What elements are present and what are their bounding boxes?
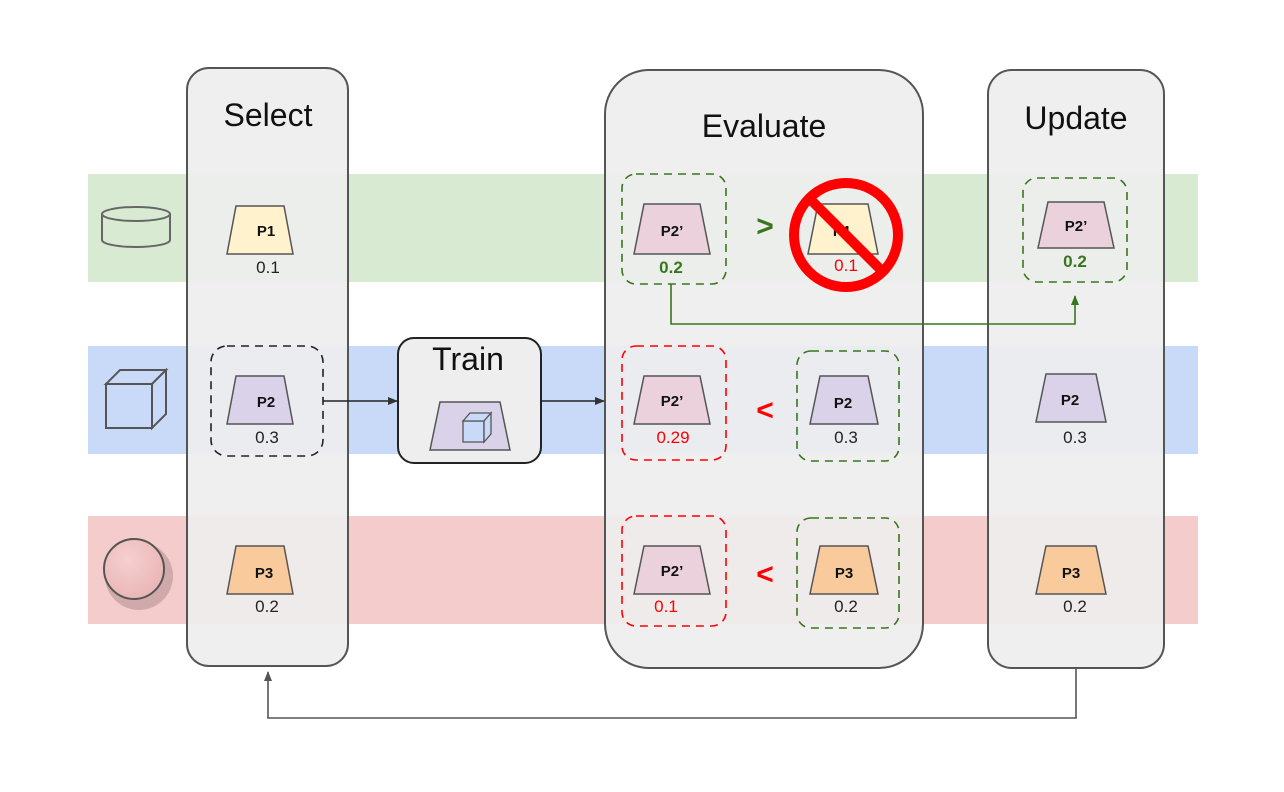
svg-text:0.3: 0.3	[255, 428, 279, 447]
svg-text:0.2: 0.2	[834, 597, 858, 616]
svg-text:P3: P3	[835, 565, 853, 582]
evaluate-candidate-box-row1	[621, 173, 727, 285]
evaluate-candidate-row3: P2’ 0.1	[633, 545, 711, 616]
evaluate-incumbent-row2: P2 0.3	[809, 375, 879, 447]
svg-text:0.1: 0.1	[834, 256, 858, 275]
svg-text:P3: P3	[1062, 565, 1080, 582]
select-item-p1: P1 0.1	[226, 205, 294, 277]
svg-text:0.2: 0.2	[1063, 597, 1087, 616]
evaluate-candidate-row2: P2’ 0.29	[633, 375, 711, 447]
svg-text:P2: P2	[257, 394, 275, 411]
svg-text:0.1: 0.1	[256, 258, 280, 277]
evaluate-candidate-box-row2	[621, 345, 727, 461]
svg-text:0.2: 0.2	[255, 597, 279, 616]
arrow-loop-back	[264, 668, 1077, 719]
svg-text:0.1: 0.1	[654, 597, 678, 616]
train-title: Train	[432, 341, 504, 377]
select-item-p2: P2 0.3	[226, 375, 294, 447]
database-cylinder-icon	[101, 206, 171, 248]
svg-text:P3: P3	[255, 565, 273, 582]
training-model-icon	[429, 401, 511, 451]
evaluate-candidate-row1: P2’ 0.2	[633, 203, 711, 277]
svg-text:P2’: P2’	[661, 393, 684, 410]
svg-text:P2’: P2’	[661, 223, 684, 240]
select-item-p3: P3 0.2	[226, 545, 294, 616]
svg-text:P2: P2	[834, 395, 852, 412]
arrow-exploit-to-update	[670, 284, 1079, 325]
svg-text:0.3: 0.3	[834, 428, 858, 447]
evaluate-incumbent-row3: P3 0.2	[809, 545, 879, 616]
cube-icon	[103, 367, 169, 431]
svg-text:P2’: P2’	[661, 563, 684, 580]
comparator-less-row3: <	[756, 558, 774, 591]
svg-text:0.2: 0.2	[659, 258, 683, 277]
select-panel	[186, 67, 349, 667]
prohibited-icon	[789, 178, 903, 292]
comparator-less-row2: <	[756, 394, 774, 427]
update-item-p2: P2 0.3	[1035, 373, 1107, 447]
svg-text:0.29: 0.29	[656, 428, 689, 447]
svg-text:P2: P2	[1061, 392, 1079, 409]
svg-text:P2’: P2’	[1065, 218, 1088, 235]
evaluate-incumbent-box-row2	[796, 350, 900, 462]
update-item-p3: P3 0.2	[1035, 545, 1107, 616]
update-item-p2prime: P2’ 0.2	[1037, 201, 1115, 271]
evaluate-title: Evaluate	[702, 108, 827, 144]
comparator-greater-row1: >	[756, 210, 774, 243]
update-title: Update	[1024, 100, 1127, 136]
evaluate-incumbent-box-row3	[796, 517, 900, 629]
evaluate-candidate-box-row3	[621, 515, 727, 627]
select-title: Select	[224, 97, 313, 133]
svg-text:0.2: 0.2	[1063, 252, 1087, 271]
svg-text:0.3: 0.3	[1063, 428, 1087, 447]
sphere-icon	[103, 538, 173, 610]
svg-text:P1: P1	[257, 223, 275, 240]
